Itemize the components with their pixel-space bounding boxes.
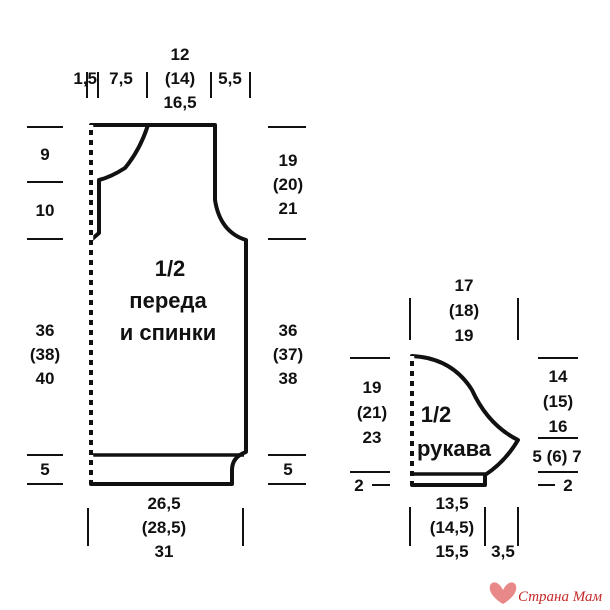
sleeve-right-dim-2: (15): [543, 392, 573, 411]
top-dim-c-1: 12: [171, 45, 190, 64]
left-dim-side-3: 40: [36, 369, 55, 388]
body-outline: [89, 123, 248, 486]
left-dim-hem: 5: [40, 460, 49, 479]
right-dim-armhole-2: (20): [273, 175, 303, 194]
sleeve-top-dim-3: 19: [455, 326, 474, 345]
right-dim-side-1: 36: [279, 321, 298, 340]
left-dim-upper: 10: [36, 201, 55, 220]
left-dim-neck: 9: [40, 145, 49, 164]
sleeve-left-hem: 2: [354, 476, 363, 495]
body-title-line-2: переда: [129, 288, 207, 313]
sleeve-bottom-extra: 3,5: [491, 542, 515, 561]
sleeve-right-hem: 2: [563, 476, 572, 495]
sleeve-piece: 1/2 рукава 17 (18) 19 19 (21) 23 2 14 (1…: [350, 276, 582, 561]
bottom-dim-2: (28,5): [142, 518, 186, 537]
sleeve-left-dim-1: 19: [363, 378, 382, 397]
left-dim-side-2: (38): [30, 345, 60, 364]
sleeve-top-dim-1: 17: [455, 276, 474, 295]
body-title-line-3: и спинки: [120, 320, 217, 345]
top-dim-d: 5,5: [218, 69, 242, 88]
right-dim-side-2: (37): [273, 345, 303, 364]
sleeve-bottom-dim-2: (14,5): [430, 518, 474, 537]
sleeve-title-line-1: 1/2: [421, 402, 452, 427]
body-title-line-1: 1/2: [155, 256, 186, 281]
sleeve-bottom-dim-3: 15,5: [435, 542, 468, 561]
body-piece: 1/2 переда и спинки 1,5 7,5 12 (14) 16,5…: [27, 45, 306, 561]
bottom-dim-3: 31: [155, 542, 174, 561]
left-dim-side-1: 36: [36, 321, 55, 340]
top-dim-c-2: (14): [165, 69, 195, 88]
sleeve-top-dim-2: (18): [449, 301, 479, 320]
sleeve-left-dim-3: 23: [363, 428, 382, 447]
sleeve-outline: [410, 354, 520, 487]
top-dim-c-3: 16,5: [163, 93, 196, 112]
sleeve-right-dim-1: 14: [549, 367, 568, 386]
sleeve-left-dim-2: (21): [357, 403, 387, 422]
top-dim-b: 7,5: [109, 69, 133, 88]
top-dim-a: 1,5: [73, 69, 97, 88]
sleeve-title-line-2: рукава: [417, 436, 492, 461]
watermark: Страна Мам: [489, 582, 603, 605]
sleeve-right-mid: 5 (6) 7: [532, 447, 581, 466]
sleeve-bottom-dim-1: 13,5: [435, 494, 468, 513]
right-dim-armhole-3: 21: [279, 199, 298, 218]
watermark-text: Страна Мам: [518, 589, 603, 605]
right-dim-side-3: 38: [279, 369, 298, 388]
sleeve-right-dim-3: 16: [549, 417, 568, 436]
right-dim-armhole-1: 19: [279, 151, 298, 170]
right-dim-hem: 5: [283, 460, 292, 479]
watermark-logo-icon: [489, 582, 517, 604]
bottom-dim-1: 26,5: [147, 494, 180, 513]
